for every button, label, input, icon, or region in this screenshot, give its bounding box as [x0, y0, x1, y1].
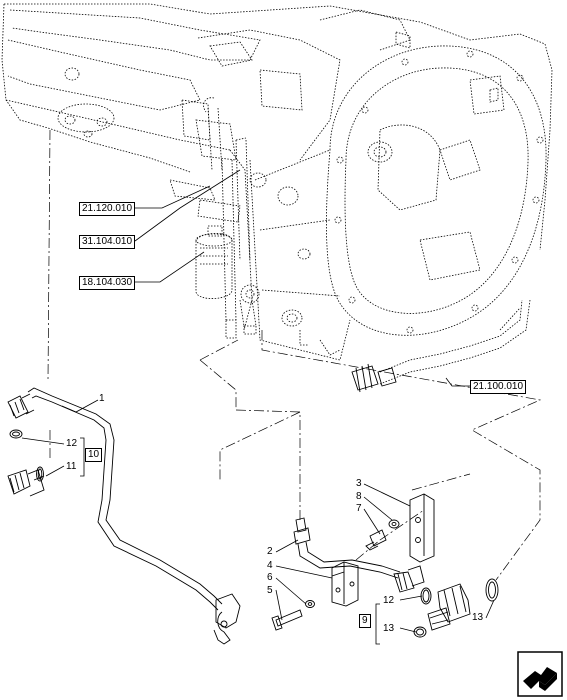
pipe-1	[7, 387, 241, 645]
callout-2: 2	[267, 546, 273, 557]
assembly-centre-lines	[47, 129, 542, 581]
bracket-3	[409, 493, 435, 563]
adapter-kit-9	[413, 578, 499, 638]
callout-1: 1	[99, 393, 105, 404]
bolt-5-washer-6	[271, 600, 315, 631]
callout-11: 11	[66, 461, 77, 472]
kit-box-10: 10	[85, 448, 103, 462]
callout-4: 4	[267, 560, 273, 571]
bolt-7-washer-8	[365, 519, 400, 551]
callout-13-left: 13	[383, 623, 395, 634]
callout-8: 8	[356, 491, 362, 502]
callout-12-right: 12	[383, 595, 395, 606]
filter-assembly	[195, 97, 257, 339]
kit-box-9: 9	[359, 614, 371, 628]
reference-box-18-104-030[interactable]: 18.104.030	[79, 276, 136, 290]
reference-box-21-120-010[interactable]: 21.120.010	[79, 202, 136, 216]
callout-7: 7	[356, 503, 362, 514]
callout-6: 6	[267, 572, 273, 583]
transmission-housing	[1, 3, 553, 385]
pipe-2	[293, 517, 425, 593]
pipe-fitting-21-100-010	[351, 363, 397, 393]
callout-3: 3	[356, 478, 362, 489]
callout-12-left: 12	[66, 438, 78, 449]
callout-5: 5	[267, 585, 273, 596]
callout-leaders	[21, 399, 495, 645]
pipe-clip-4	[331, 561, 359, 607]
reference-leaders	[134, 169, 470, 387]
reference-box-21-100-010[interactable]: 21.100.010	[470, 380, 527, 394]
callout-13-right: 13	[472, 612, 484, 623]
next-page-arrow-icon[interactable]	[517, 651, 563, 697]
reference-box-31-104-010[interactable]: 31.104.010	[79, 235, 136, 249]
